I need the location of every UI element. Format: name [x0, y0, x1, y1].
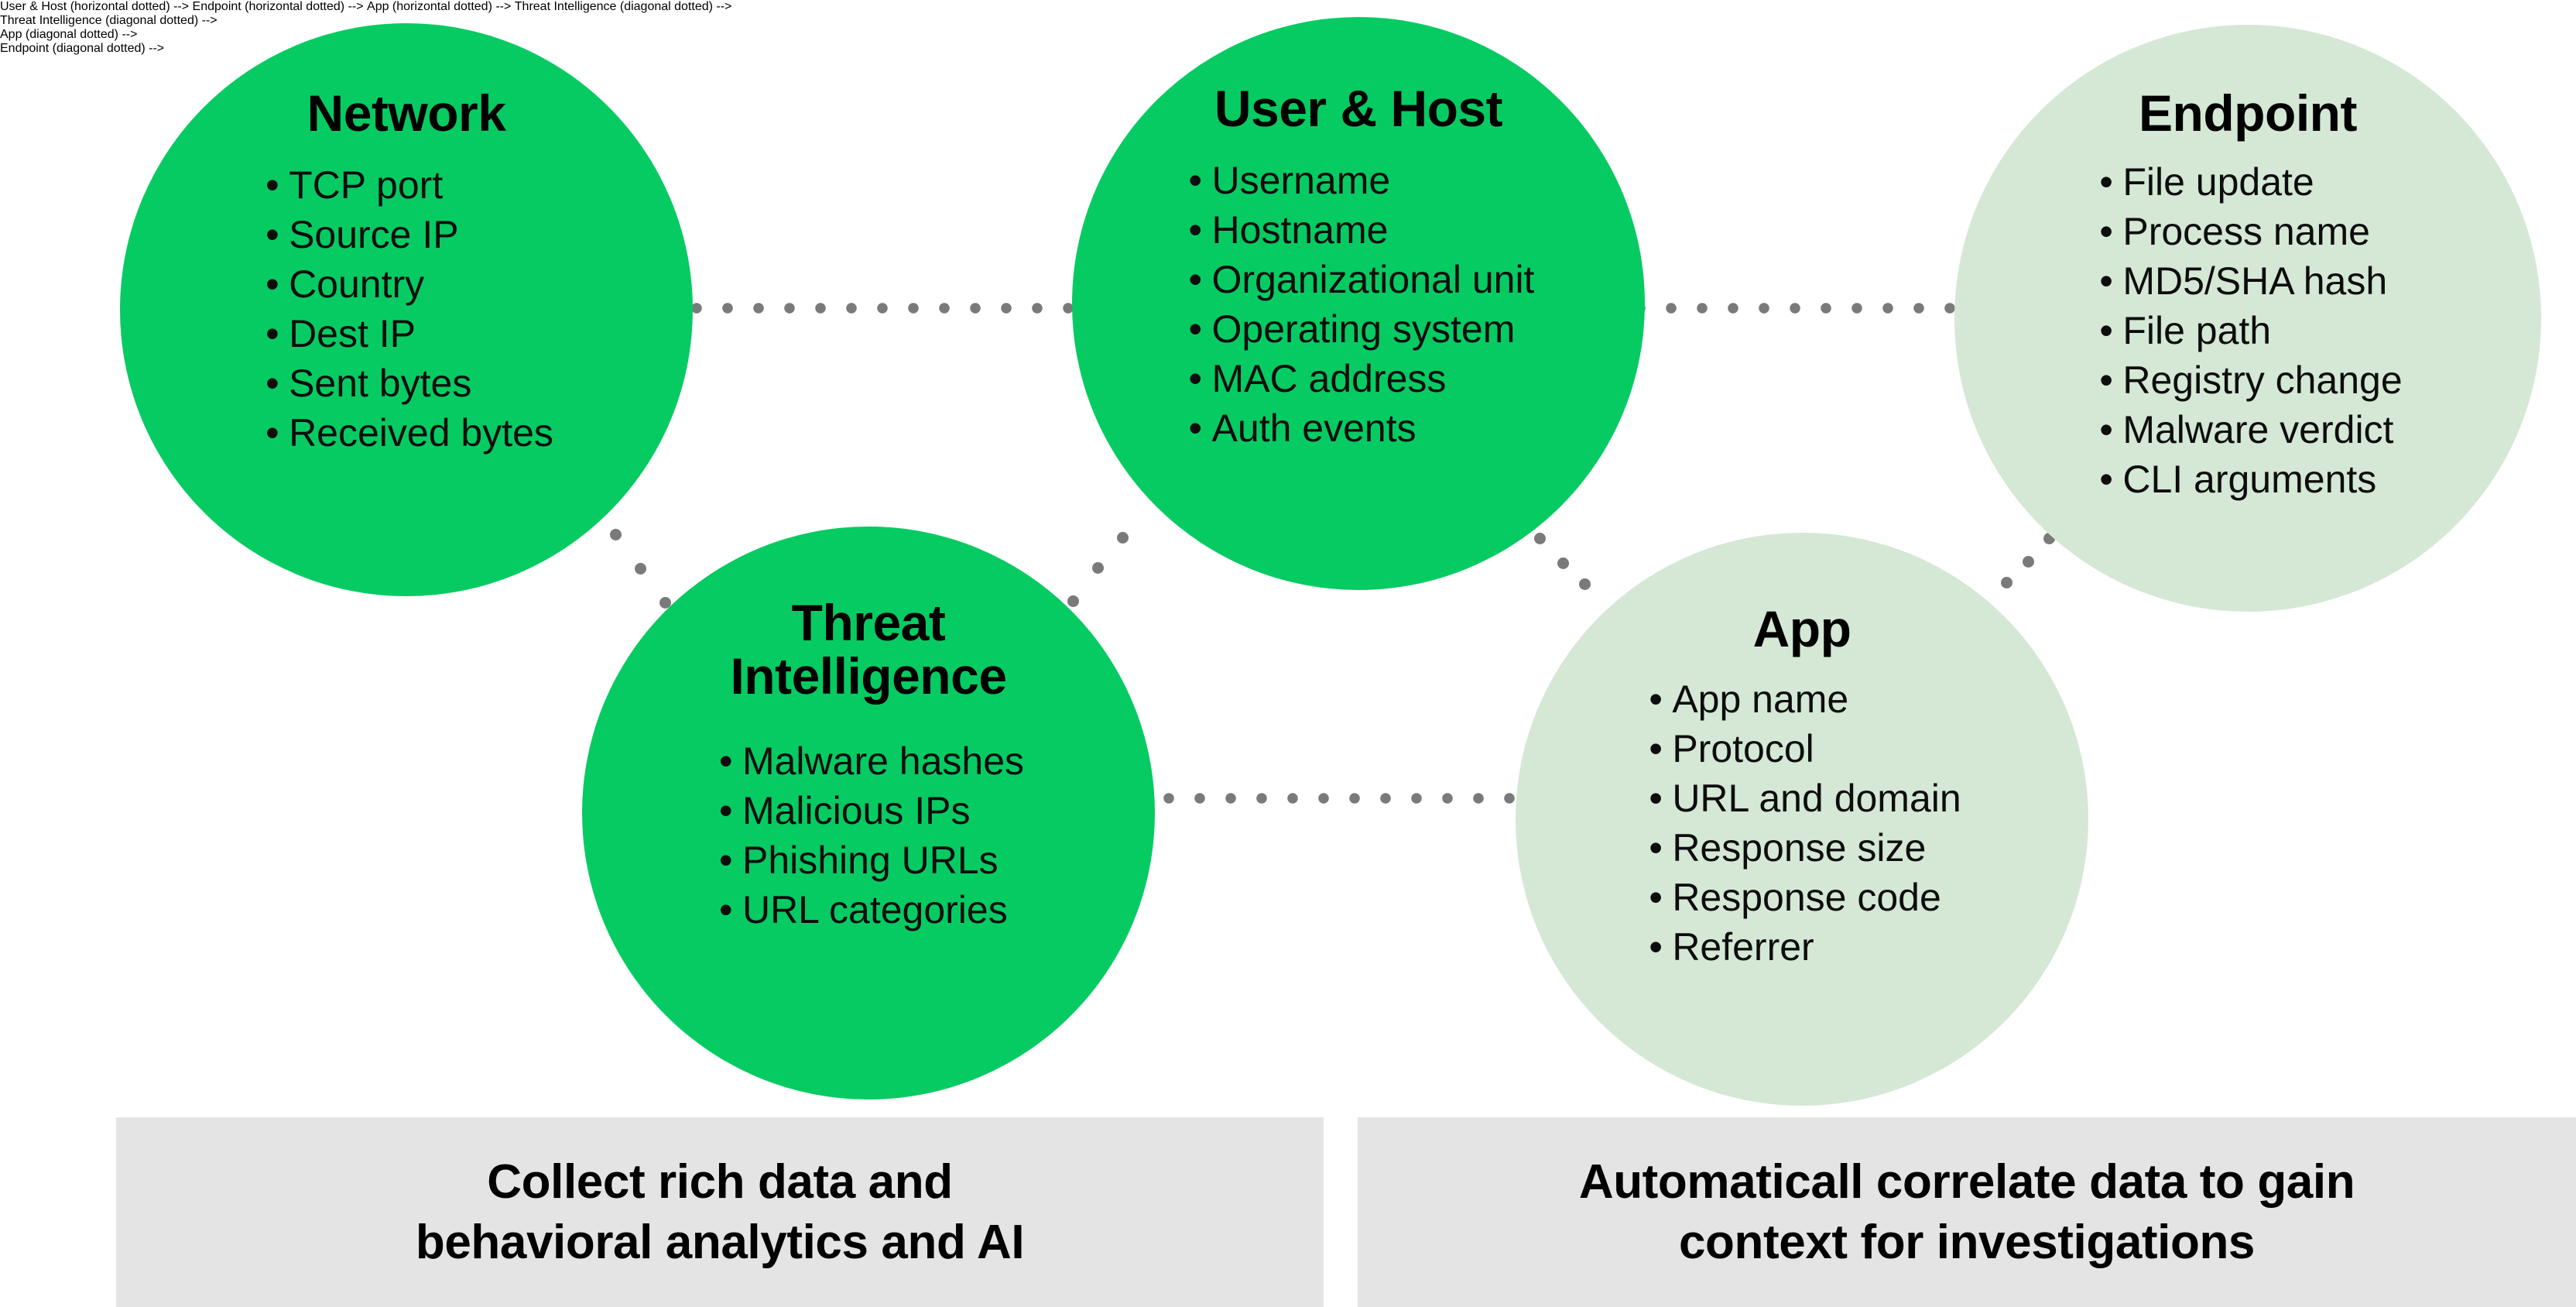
bubble-threat-intelligence-title: Threat Intelligence [730, 594, 1007, 705]
list-item: URL and domain [1643, 774, 1961, 823]
list-item: Country [259, 259, 553, 309]
bubble-threat-intelligence-list: Malware hashes Malicious IPs Phishing UR… [713, 736, 1024, 935]
list-item: Malware hashes [713, 736, 1024, 786]
bubble-app-title: App [1752, 600, 1852, 657]
list-item: Auth events [1183, 403, 1535, 453]
list-item: Received bytes [259, 408, 553, 458]
list-item: Process name [2093, 207, 2402, 256]
list-item: File path [2093, 306, 2402, 355]
list-item: Source IP [259, 210, 553, 259]
list-item: Operating system [1183, 304, 1535, 354]
bubble-app[interactable]: App App name Protocol URL and domain Res… [1516, 533, 2088, 1106]
bubble-threat-intelligence[interactable]: Threat Intelligence Malware hashes Malic… [582, 527, 1155, 1099]
bubble-network[interactable]: Network TCP port Source IP Country Dest … [120, 23, 693, 596]
bubble-network-title: Network [307, 84, 506, 142]
list-item: Malicious IPs [713, 786, 1024, 835]
list-item: Protocol [1643, 724, 1961, 774]
caption-correlate-data-text: Automaticall correlate data to gain cont… [1578, 1154, 2355, 1269]
connector-user-host-to-endpoint [1635, 303, 1991, 314]
bubble-endpoint-list: File update Process name MD5/SHA hash Fi… [2093, 157, 2402, 504]
caption-correlate-data: Automaticall correlate data to gain cont… [1358, 1117, 2576, 1307]
list-item: Sent bytes [259, 358, 553, 408]
list-item: Referrer [1643, 922, 1961, 972]
list-item: URL categories [713, 885, 1024, 935]
list-item: Phishing URLs [713, 835, 1024, 885]
list-item: Malware verdict [2093, 405, 2402, 455]
bubble-endpoint-title: Endpoint [2139, 84, 2357, 142]
list-item: Hostname [1183, 205, 1535, 255]
bubble-user-host-title: User & Host [1214, 80, 1503, 137]
list-item: App name [1643, 674, 1961, 724]
list-item: MAC address [1183, 354, 1535, 403]
bubble-network-list: TCP port Source IP Country Dest IP Sent … [259, 160, 553, 458]
list-item: File update [2093, 157, 2402, 207]
caption-collect-data: Collect rich data and behavioral analyti… [116, 1117, 1324, 1307]
connector-threat-intelligence-to-app [1163, 793, 1519, 804]
bubble-user-host-list: Username Hostname Organizational unit Op… [1183, 156, 1535, 453]
list-item: Username [1183, 156, 1535, 205]
list-item: Response size [1643, 823, 1961, 873]
list-item: Registry change [2093, 355, 2402, 405]
connector-network-to-user-host [691, 303, 1078, 314]
bubble-user-host[interactable]: User & Host Username Hostname Organizati… [1072, 17, 1645, 590]
caption-collect-data-text: Collect rich data and behavioral analyti… [415, 1154, 1025, 1269]
list-item: MD5/SHA hash [2093, 256, 2402, 306]
list-item: Dest IP [259, 309, 553, 358]
list-item: CLI arguments [2093, 455, 2402, 504]
list-item: TCP port [259, 160, 553, 210]
list-item: Response code [1643, 873, 1961, 922]
bubble-app-list: App name Protocol URL and domain Respons… [1643, 674, 1961, 972]
list-item: Organizational unit [1183, 255, 1535, 304]
bubble-endpoint[interactable]: Endpoint File update Process name MD5/SH… [1954, 25, 2541, 612]
